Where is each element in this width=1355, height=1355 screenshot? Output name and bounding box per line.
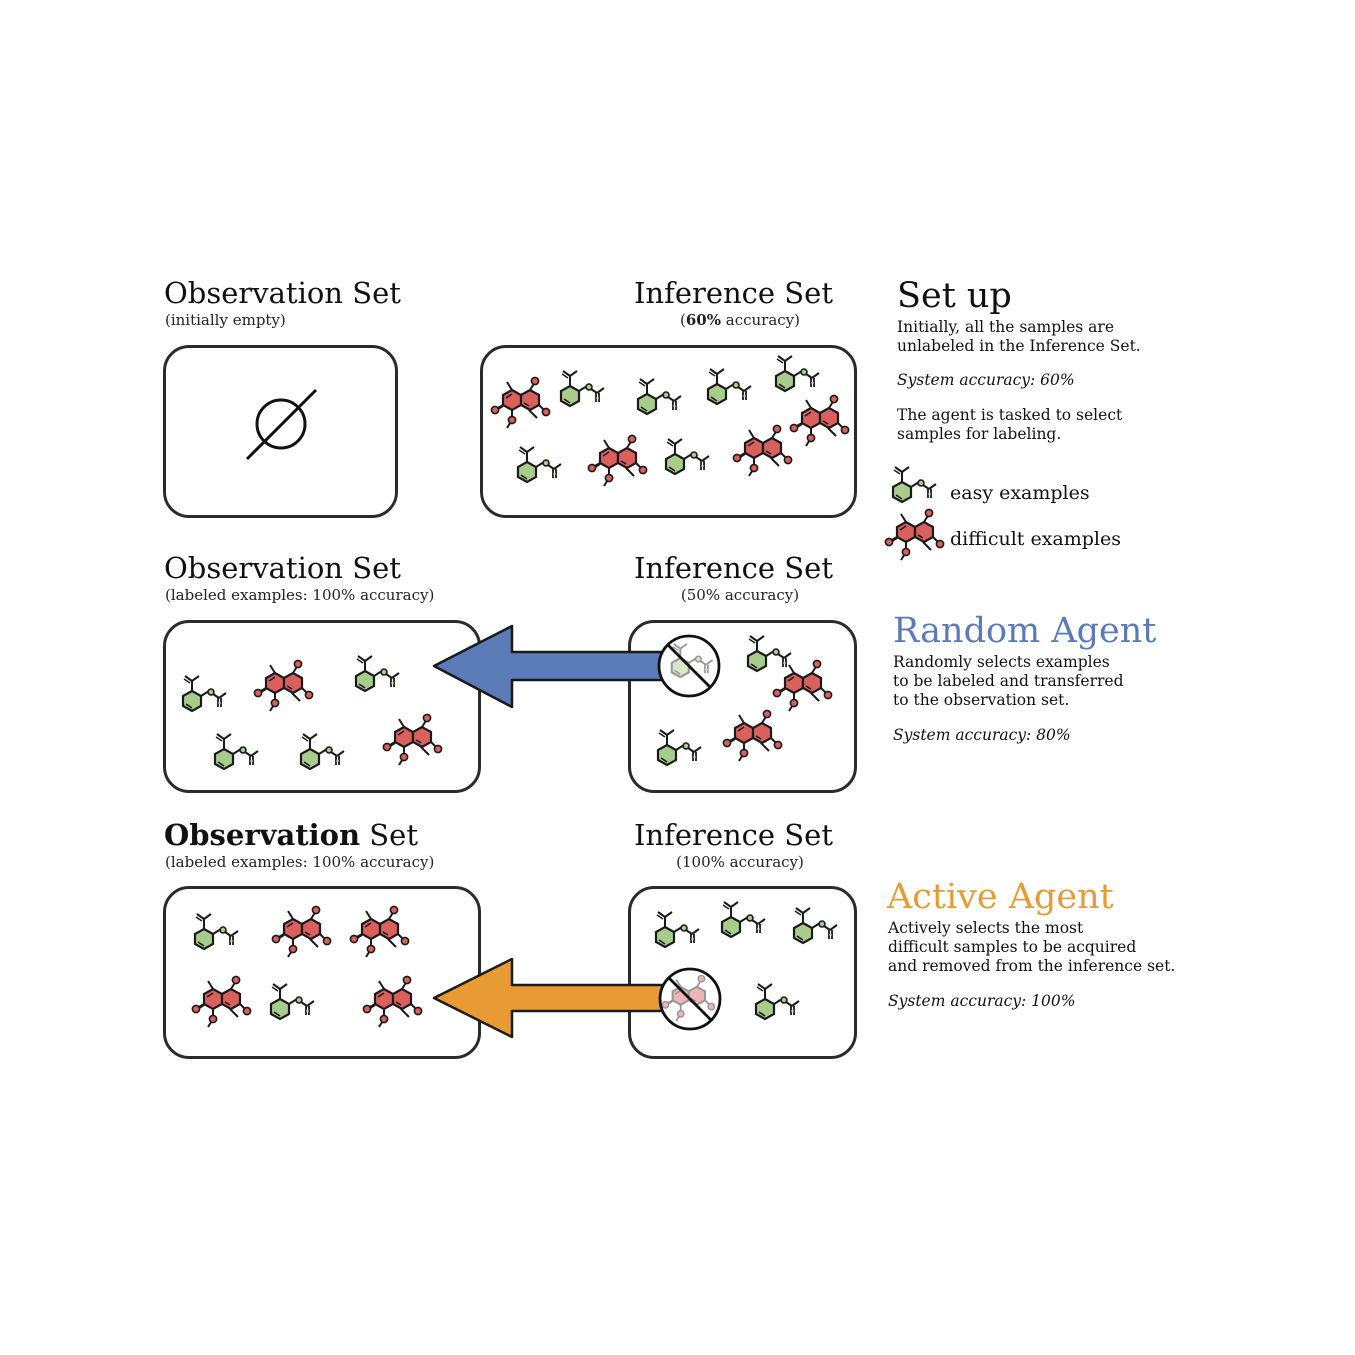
random-agent-accuracy: System accuracy: 80%: [893, 726, 1071, 744]
setup-task-line-2: samples for labeling.: [897, 425, 1062, 443]
row3-observation-panel: [163, 886, 481, 1059]
difficult-example-icon: [191, 975, 252, 1029]
active-agent-line-3: and removed from the inference set.: [888, 957, 1176, 975]
easy-example-icon: [754, 982, 801, 1021]
difficult-example-icon: [732, 424, 793, 478]
easy-example-icon: [664, 437, 711, 476]
active-transfer-arrow: [432, 957, 664, 1039]
legend-easy-label: easy examples: [950, 482, 1090, 504]
legend-difficult-icon: [884, 508, 945, 562]
row1-inference-subtitle: (60% accuracy): [679, 311, 800, 329]
active-agent-heading: Active Agent: [887, 877, 1114, 917]
easy-example-icon: [720, 900, 767, 939]
active-agent-line-1: Actively selects the most: [888, 919, 1084, 937]
random-agent-line-3: to the observation set.: [893, 691, 1070, 709]
easy-example-icon: [656, 728, 703, 767]
row3-inference-title: Inference Set: [633, 818, 833, 852]
row1-observation-subtitle: (initially empty): [165, 311, 286, 329]
row3-inference-panel: [628, 886, 857, 1059]
row1-observation-panel: [163, 345, 398, 518]
difficult-example-icon: [349, 905, 410, 959]
setup-heading: Set up: [897, 276, 1012, 316]
difficult-example-icon: [253, 659, 314, 713]
active-agent-accuracy: System accuracy: 100%: [888, 992, 1076, 1010]
row1-inference-title: Inference Set: [633, 276, 833, 310]
difficult-example-icon: [382, 713, 443, 767]
row3-observation-title: Observation Set: [164, 818, 418, 852]
row2-observation-panel: [163, 620, 481, 793]
row3-inference-subtitle: (100% accuracy): [676, 853, 804, 871]
setup-line-2: unlabeled in the Inference Set.: [897, 337, 1141, 355]
legend-difficult-label: difficult examples: [950, 528, 1121, 550]
setup-accuracy: System accuracy: 60%: [897, 371, 1075, 389]
easy-example-icon: [559, 369, 606, 408]
row2-observation-subtitle: (labeled examples: 100% accuracy): [165, 586, 435, 604]
easy-example-icon: [636, 377, 683, 416]
random-agent-heading: Random Agent: [893, 611, 1157, 651]
easy-example-icon: [354, 654, 401, 693]
difficult-example-icon: [722, 709, 783, 763]
easy-example-icon: [193, 912, 240, 951]
difficult-example-icon: [587, 434, 648, 488]
easy-example-icon: [516, 445, 563, 484]
removed-difficult-sample-icon: [658, 967, 722, 1031]
difficult-example-icon: [490, 376, 551, 430]
difficult-example-icon: [789, 394, 850, 448]
easy-example-icon: [706, 367, 753, 406]
easy-example-icon: [269, 982, 316, 1021]
row2-observation-title: Observation Set: [164, 551, 401, 585]
easy-example-icon: [792, 906, 839, 945]
setup-line-1: Initially, all the samples are: [897, 318, 1114, 336]
difficult-example-icon: [772, 659, 833, 713]
random-agent-line-1: Randomly selects examples: [893, 653, 1110, 671]
legend-easy-icon: [891, 465, 938, 504]
active-agent-line-2: difficult samples to be acquired: [888, 938, 1137, 956]
easy-example-icon: [213, 732, 260, 771]
difficult-example-icon: [362, 975, 423, 1029]
row2-inference-subtitle: (50% accuracy): [680, 586, 800, 604]
row1-observation-title: Observation Set: [164, 276, 401, 310]
easy-example-icon: [299, 732, 346, 771]
row3-observation-subtitle: (labeled examples: 100% accuracy): [165, 853, 435, 871]
random-transfer-arrow: [432, 624, 664, 709]
difficult-example-icon: [271, 905, 332, 959]
row1-inference-panel: [480, 345, 857, 518]
easy-example-icon: [181, 674, 228, 713]
random-agent-line-2: to be labeled and transferred: [893, 672, 1124, 690]
empty-set-icon: [245, 388, 318, 461]
setup-task-line-1: The agent is tasked to select: [897, 406, 1123, 424]
easy-example-icon: [654, 910, 701, 949]
row2-inference-title: Inference Set: [633, 551, 833, 585]
removed-easy-sample-icon: [657, 634, 721, 698]
